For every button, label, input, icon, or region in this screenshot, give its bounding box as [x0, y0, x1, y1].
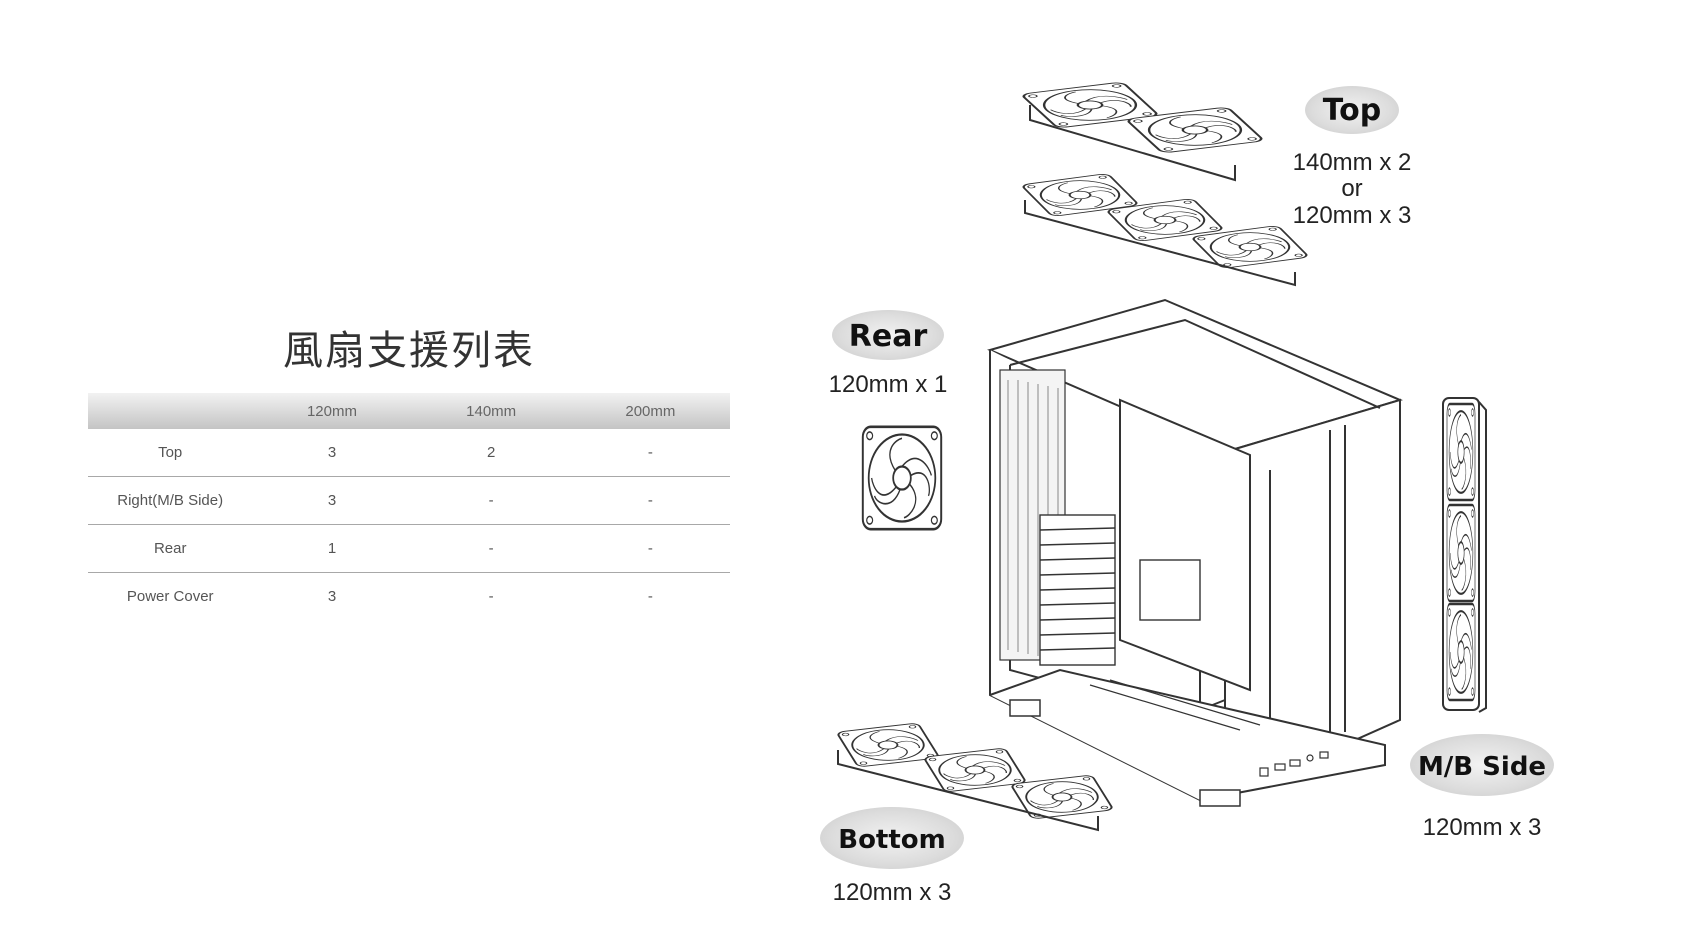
top-120mm-fan-group-icon — [1019, 172, 1311, 287]
table-cell: 3 — [252, 476, 412, 525]
table-cell: - — [488, 588, 494, 605]
table-cell: 2 — [411, 429, 571, 477]
table-cell: - — [570, 476, 730, 525]
bottom-spec: 120mm x 3 — [833, 879, 952, 906]
pc-case-illustration — [987, 298, 1403, 807]
table-cell: Rear — [88, 524, 253, 573]
table-cell: - — [570, 429, 730, 477]
rear-spec: 120mm x 1 — [829, 371, 948, 398]
bottom-fan-group-icon — [835, 721, 1115, 832]
table-header-cell: 140mm — [466, 402, 517, 420]
mb-side-spec: 120mm x 3 — [1423, 814, 1542, 841]
fan-support-table: 120mm 140mm 200mm Top 3 2 - Right(M/B Si… — [88, 393, 730, 620]
table-cell: Power Cover — [126, 588, 214, 605]
table-row: Rear 1 - - — [88, 524, 730, 573]
top-140mm-fan-group-icon — [1019, 80, 1266, 182]
rear-fan-icon — [861, 425, 943, 531]
mb-side-label: M/B Side — [1418, 752, 1546, 782]
table-cell: 3 — [252, 429, 412, 477]
table-cell: Right(M/B Side) — [88, 476, 253, 525]
mb-side-label-group: M/B Side 120mm x 3 — [1410, 734, 1554, 841]
table-row: Right(M/B Side) 3 - - — [88, 476, 730, 525]
bottom-label: Bottom — [838, 825, 946, 855]
table-cell: - — [570, 524, 730, 573]
table-cell: 3 — [327, 588, 337, 605]
table-cell: - — [647, 588, 653, 605]
table-cell: Top — [88, 429, 253, 477]
table-header-cell: 200mm — [625, 402, 676, 420]
bottom-label-group: Bottom 120mm x 3 — [820, 807, 964, 906]
rear-label-group: Rear 120mm x 1 — [829, 310, 948, 398]
table-header-row: 120mm 140mm 200mm — [88, 393, 730, 429]
table-row: Top 3 2 - — [88, 429, 730, 477]
table-row: Power Cover 3 - - — [88, 573, 730, 621]
top-spec-line1: 140mm x 2 — [1293, 149, 1412, 176]
rear-label: Rear — [849, 319, 928, 354]
top-label-group: Top 140mm x 2 or 120mm x 3 — [1293, 86, 1412, 229]
top-spec-line3: 120mm x 3 — [1293, 202, 1412, 229]
mb-side-fan-group-icon — [1442, 397, 1487, 713]
top-spec-line2: or — [1341, 175, 1362, 202]
page-title: 風扇支援列表 — [283, 328, 535, 374]
table-cell: 1 — [252, 524, 412, 573]
table-header-cell: 120mm — [306, 402, 357, 420]
table-cell: - — [411, 524, 571, 573]
table-cell: - — [411, 476, 571, 525]
top-label: Top — [1323, 93, 1382, 128]
